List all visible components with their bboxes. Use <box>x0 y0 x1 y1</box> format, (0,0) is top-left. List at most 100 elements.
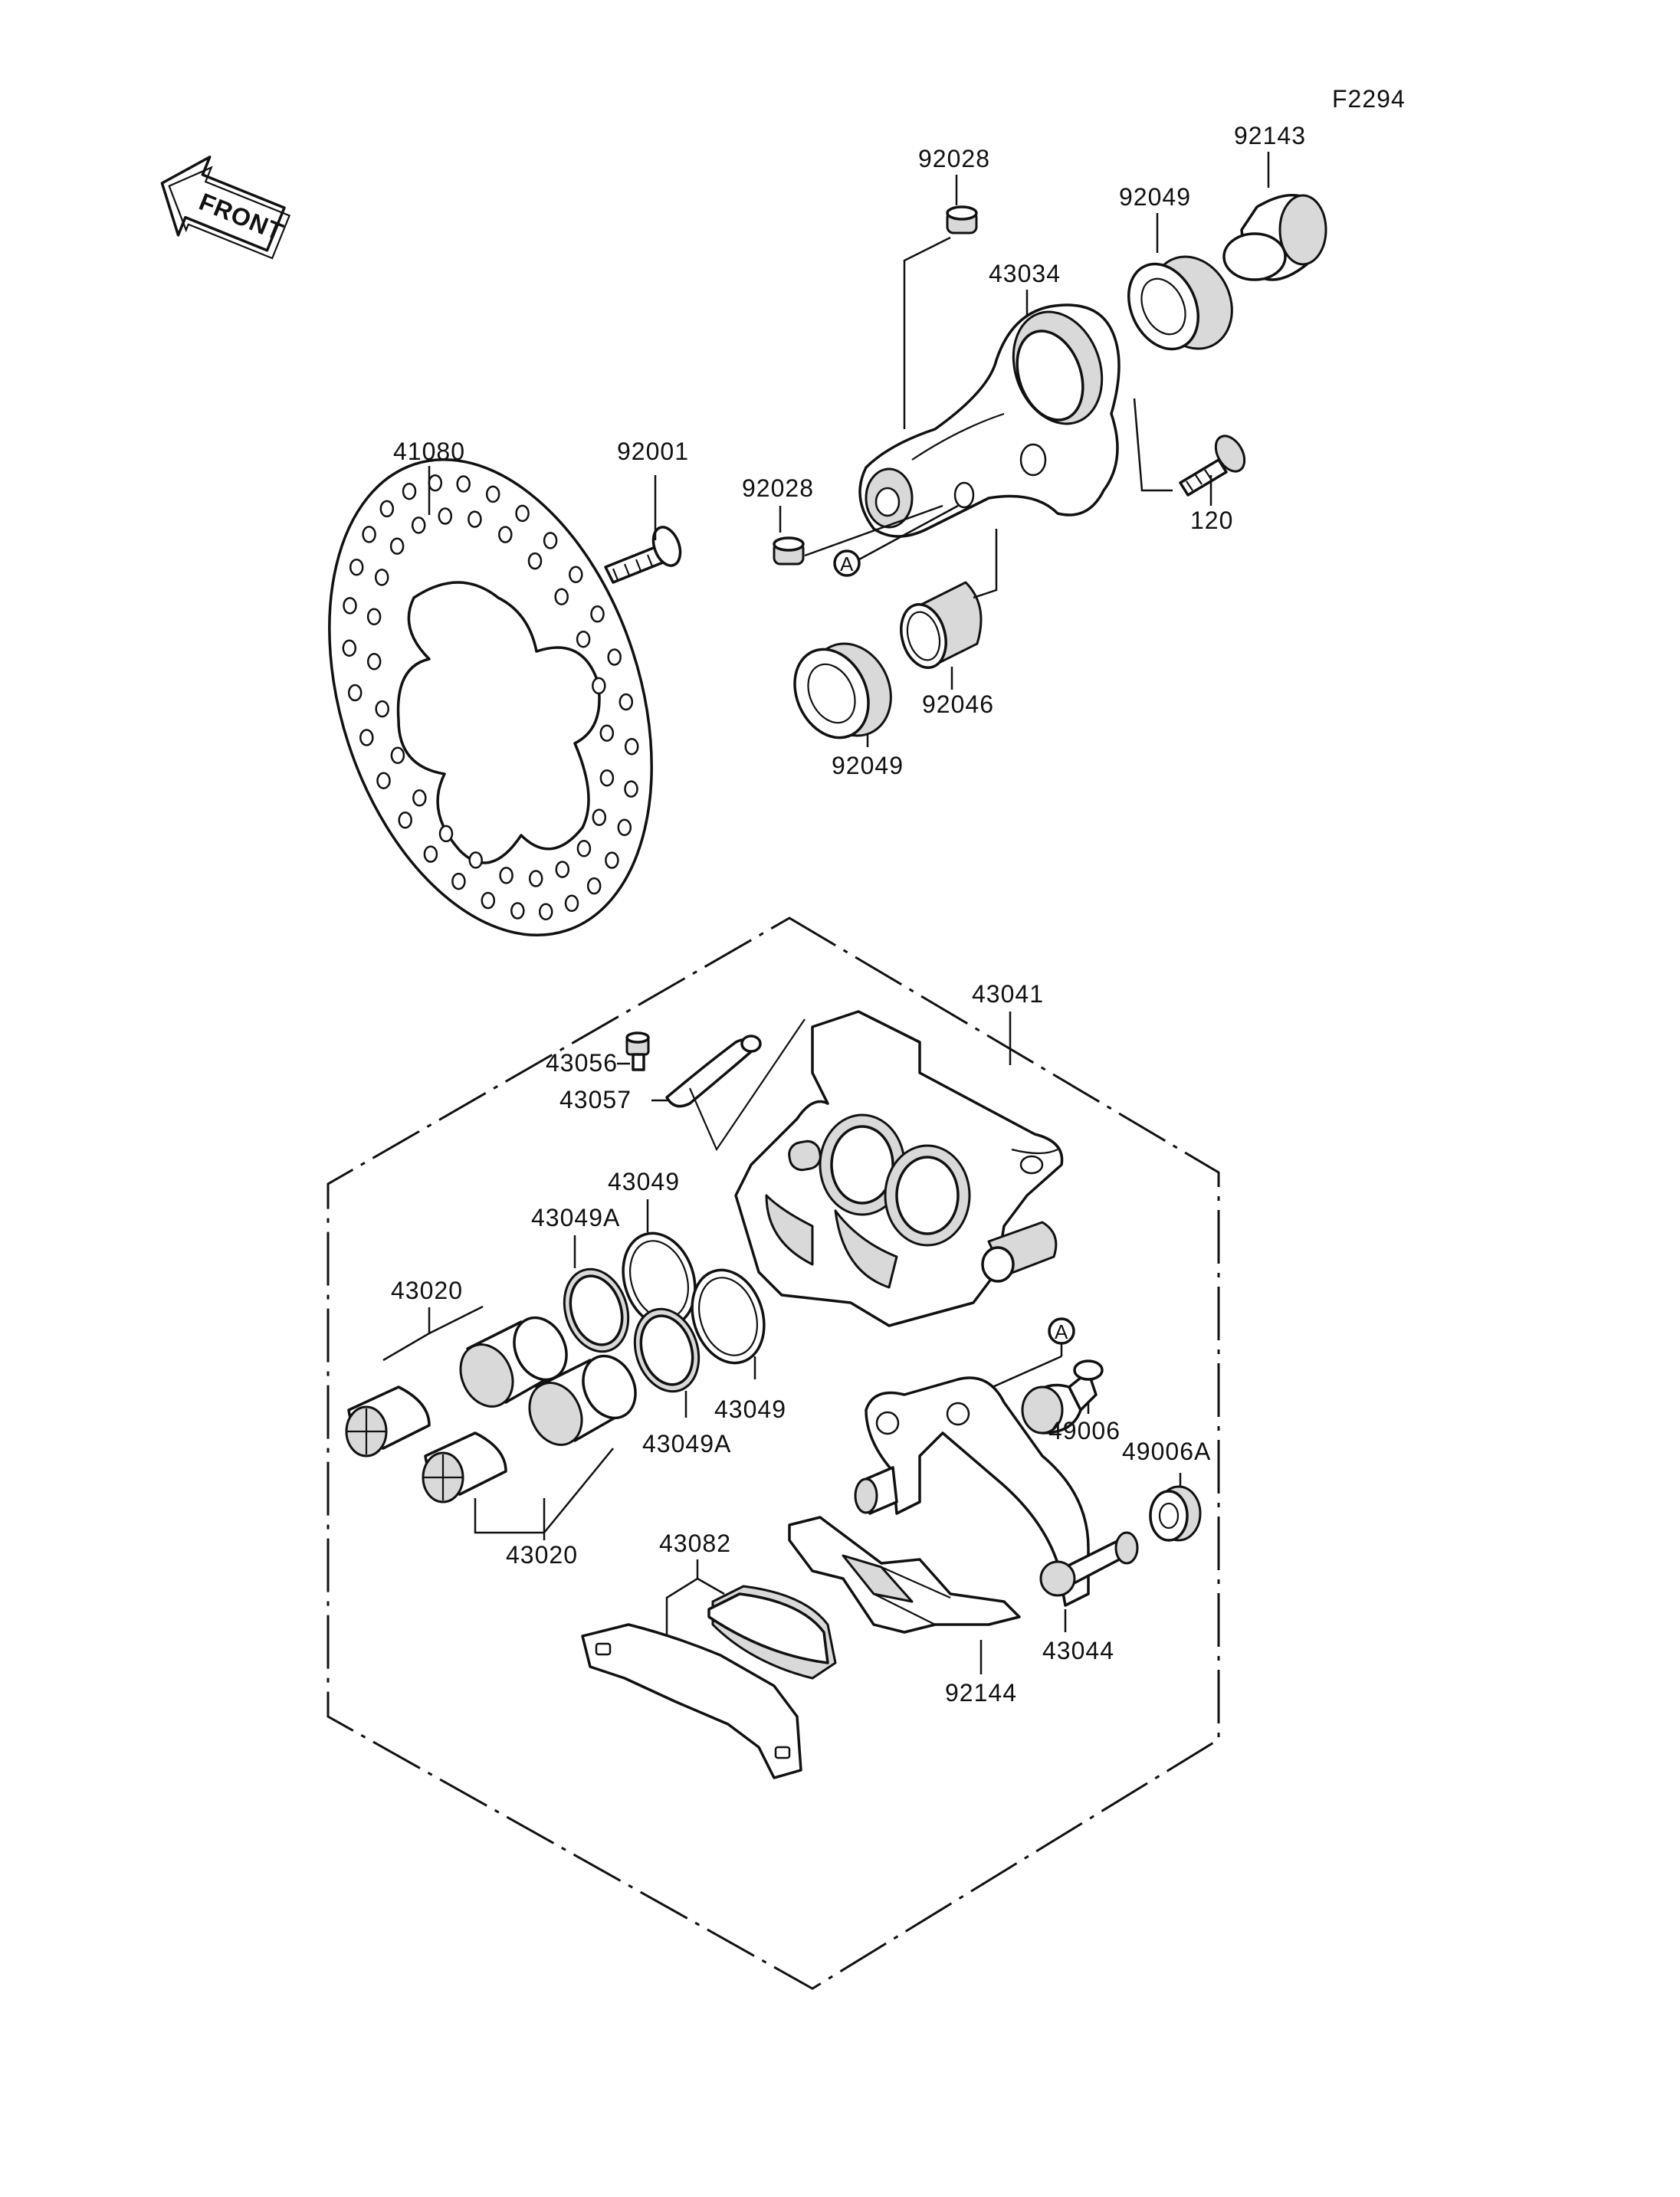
label-92028-left: 92028 <box>742 474 814 502</box>
label-43082: 43082 <box>659 1530 731 1557</box>
disc-hole <box>456 475 471 493</box>
label-43049-top: 43049 <box>608 1168 680 1195</box>
disc-hole <box>599 769 615 787</box>
boot-49006A <box>1149 1485 1202 1542</box>
disc-hole <box>343 597 357 615</box>
label-43044: 43044 <box>1042 1637 1114 1664</box>
disc-hole <box>411 516 426 534</box>
disc-hole <box>428 474 443 492</box>
disc-hole <box>468 851 483 869</box>
label-43049A-top: 43049A <box>531 1204 620 1231</box>
disc-hole <box>412 789 427 807</box>
disc-hole <box>451 872 466 890</box>
label-92049-top: 92049 <box>1119 183 1191 211</box>
label-92001: 92001 <box>617 438 689 465</box>
disc-hole <box>624 780 638 798</box>
marker-a-left-label: A <box>840 553 854 575</box>
label-43049-bottom: 43049 <box>714 1395 786 1423</box>
caliper-bracket-43044 <box>854 1376 1139 1607</box>
disc-hole <box>374 569 389 586</box>
disc-hole <box>554 588 569 605</box>
label-43020-bottom: 43020 <box>506 1541 578 1569</box>
disc-hole <box>342 639 357 657</box>
ref-marker-a-left: A <box>833 549 861 577</box>
label-92049-bottom: 92049 <box>832 752 904 779</box>
disc-hole <box>398 811 412 829</box>
label-43041: 43041 <box>972 980 1044 1008</box>
brake-pad-43082 <box>707 1585 837 1680</box>
disc-hole <box>607 648 622 666</box>
disc-hole <box>576 840 592 857</box>
seal-92049-top <box>1127 255 1233 351</box>
disc-hole <box>569 566 583 584</box>
ref-marker-a-right: A <box>1048 1317 1075 1345</box>
piston-insulator-top <box>345 1385 431 1458</box>
label-41080: 41080 <box>393 438 465 465</box>
disc-hole <box>423 845 438 863</box>
label-92046: 92046 <box>922 690 994 718</box>
front-arrow-icon: FRONT <box>160 156 291 260</box>
collar-92028-top <box>946 205 978 234</box>
disc-hole <box>379 500 395 518</box>
disc-center-cutout <box>396 581 601 864</box>
label-120: 120 <box>1190 507 1233 534</box>
label-43049A-bottom: 43049A <box>642 1430 731 1458</box>
disc-hole <box>592 808 607 826</box>
piston-seal-43049A-top <box>563 1267 630 1353</box>
disc-hole <box>592 677 606 695</box>
disc-hole <box>389 537 405 555</box>
disc-hole <box>468 510 482 528</box>
disc-hole <box>485 485 500 503</box>
collar-92028-left <box>773 536 805 566</box>
needle-bearing-92046 <box>900 581 983 669</box>
piston-43020-top <box>459 1316 568 1408</box>
disc-hole <box>543 532 558 549</box>
bleeder-cap-43057 <box>665 1035 762 1108</box>
label-92028-top: 92028 <box>918 145 990 172</box>
caliper-body <box>734 1010 1064 1327</box>
disc-hole <box>376 772 391 789</box>
disc-holes <box>342 474 639 921</box>
disc-hole <box>498 526 513 543</box>
label-43034: 43034 <box>989 260 1061 287</box>
disc-hole <box>515 504 530 523</box>
disc-hole <box>347 684 363 702</box>
disc-hole <box>438 507 453 525</box>
label-49006A: 49006A <box>1122 1438 1211 1465</box>
disc-hole <box>402 482 417 500</box>
disc-hole <box>564 894 579 913</box>
disc-hole <box>390 746 405 765</box>
label-43020-top: 43020 <box>391 1277 463 1304</box>
disc-hole <box>528 870 543 887</box>
dust-seal-43049-bottom <box>691 1268 766 1365</box>
caliper-assembly-boundary <box>326 917 1220 1990</box>
disc-hole <box>375 700 389 718</box>
disc-hole <box>576 630 591 648</box>
seal-92049-bottom <box>793 642 892 739</box>
disc-hole <box>605 851 619 869</box>
disc-hole <box>617 818 632 837</box>
disc-hole <box>481 891 496 910</box>
disc-hole <box>590 605 605 623</box>
spacer-92143 <box>1222 193 1327 281</box>
figure-id: F2294 <box>1332 85 1406 113</box>
pin-49006 <box>1021 1359 1104 1435</box>
disc-hole <box>624 737 639 756</box>
disc-hole <box>366 653 382 671</box>
disc-hole <box>362 526 376 543</box>
disc-hole <box>586 877 602 895</box>
label-49006: 49006 <box>1048 1417 1121 1444</box>
brake-disc <box>328 458 653 936</box>
marker-a-right-label: A <box>1055 1320 1068 1343</box>
bolt-120 <box>1179 434 1246 497</box>
label-43057: 43057 <box>559 1086 632 1113</box>
torque-arm <box>858 303 1121 538</box>
disc-hole <box>555 861 570 878</box>
disc-hole <box>599 724 615 742</box>
piston-insulator-bottom <box>422 1431 507 1503</box>
label-43056: 43056 <box>546 1049 618 1077</box>
piston-43020-bottom <box>528 1354 637 1446</box>
pad-spring-92144 <box>788 1516 1021 1634</box>
pad-backing-plate <box>581 1623 802 1779</box>
disc-hole <box>499 867 514 884</box>
